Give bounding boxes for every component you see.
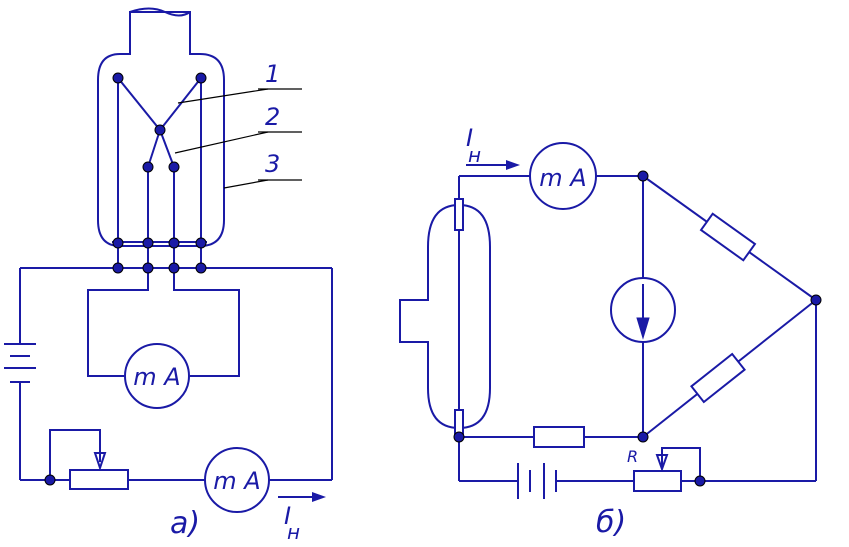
bridge-resistor-lower <box>690 352 746 404</box>
current-label-b: I н <box>466 124 520 170</box>
battery-a <box>4 343 36 383</box>
current-label-a: I н <box>278 492 326 544</box>
diagram-a: m A m A 1 2 3 I н а) <box>4 7 333 544</box>
lamp-b-bottom-contact <box>454 409 464 435</box>
rheostat-a <box>69 469 129 490</box>
junctions-b <box>453 170 822 487</box>
bridge-resistor-upper <box>699 212 757 262</box>
lamp-b-envelope <box>399 203 491 430</box>
current-a-subscript: н <box>287 520 300 542</box>
circuit-a-wires <box>19 267 333 481</box>
milliammeter-b: m A <box>529 142 597 210</box>
milliammeter-a-top-label: m A <box>133 363 180 391</box>
current-b-symbol: I <box>466 124 473 152</box>
lamp-b-top-contact <box>454 198 464 231</box>
lamp-internal-leads <box>117 77 202 242</box>
milliammeter-a-bottom-label: m A <box>213 467 260 495</box>
callout-1: 1 <box>265 60 280 88</box>
galvanometer-b <box>610 277 676 343</box>
milliammeter-a-bottom: m A <box>204 447 270 513</box>
callout-2: 2 <box>265 103 280 131</box>
rheostat-b <box>633 470 682 492</box>
rheostat-b-label: R <box>627 447 638 466</box>
callout-3: 3 <box>265 150 280 178</box>
milliammeter-a-top: m A <box>124 343 190 409</box>
current-b-subscript: н <box>468 143 481 167</box>
bridge-resistor-bottom <box>533 426 585 448</box>
lamp-stem-break <box>129 7 191 17</box>
milliammeter-b-label: m A <box>539 164 586 192</box>
caption-a: а) <box>170 506 200 541</box>
battery-b <box>517 463 557 499</box>
diagram-b: R m A I н б) <box>399 124 822 540</box>
rheostat-b-wiper <box>655 454 669 472</box>
rheostat-a-wiper <box>93 452 107 472</box>
current-a-symbol: I <box>284 502 291 530</box>
callout-leaders-a <box>174 88 302 189</box>
caption-b: б) <box>596 505 626 540</box>
junctions-a <box>44 72 207 486</box>
